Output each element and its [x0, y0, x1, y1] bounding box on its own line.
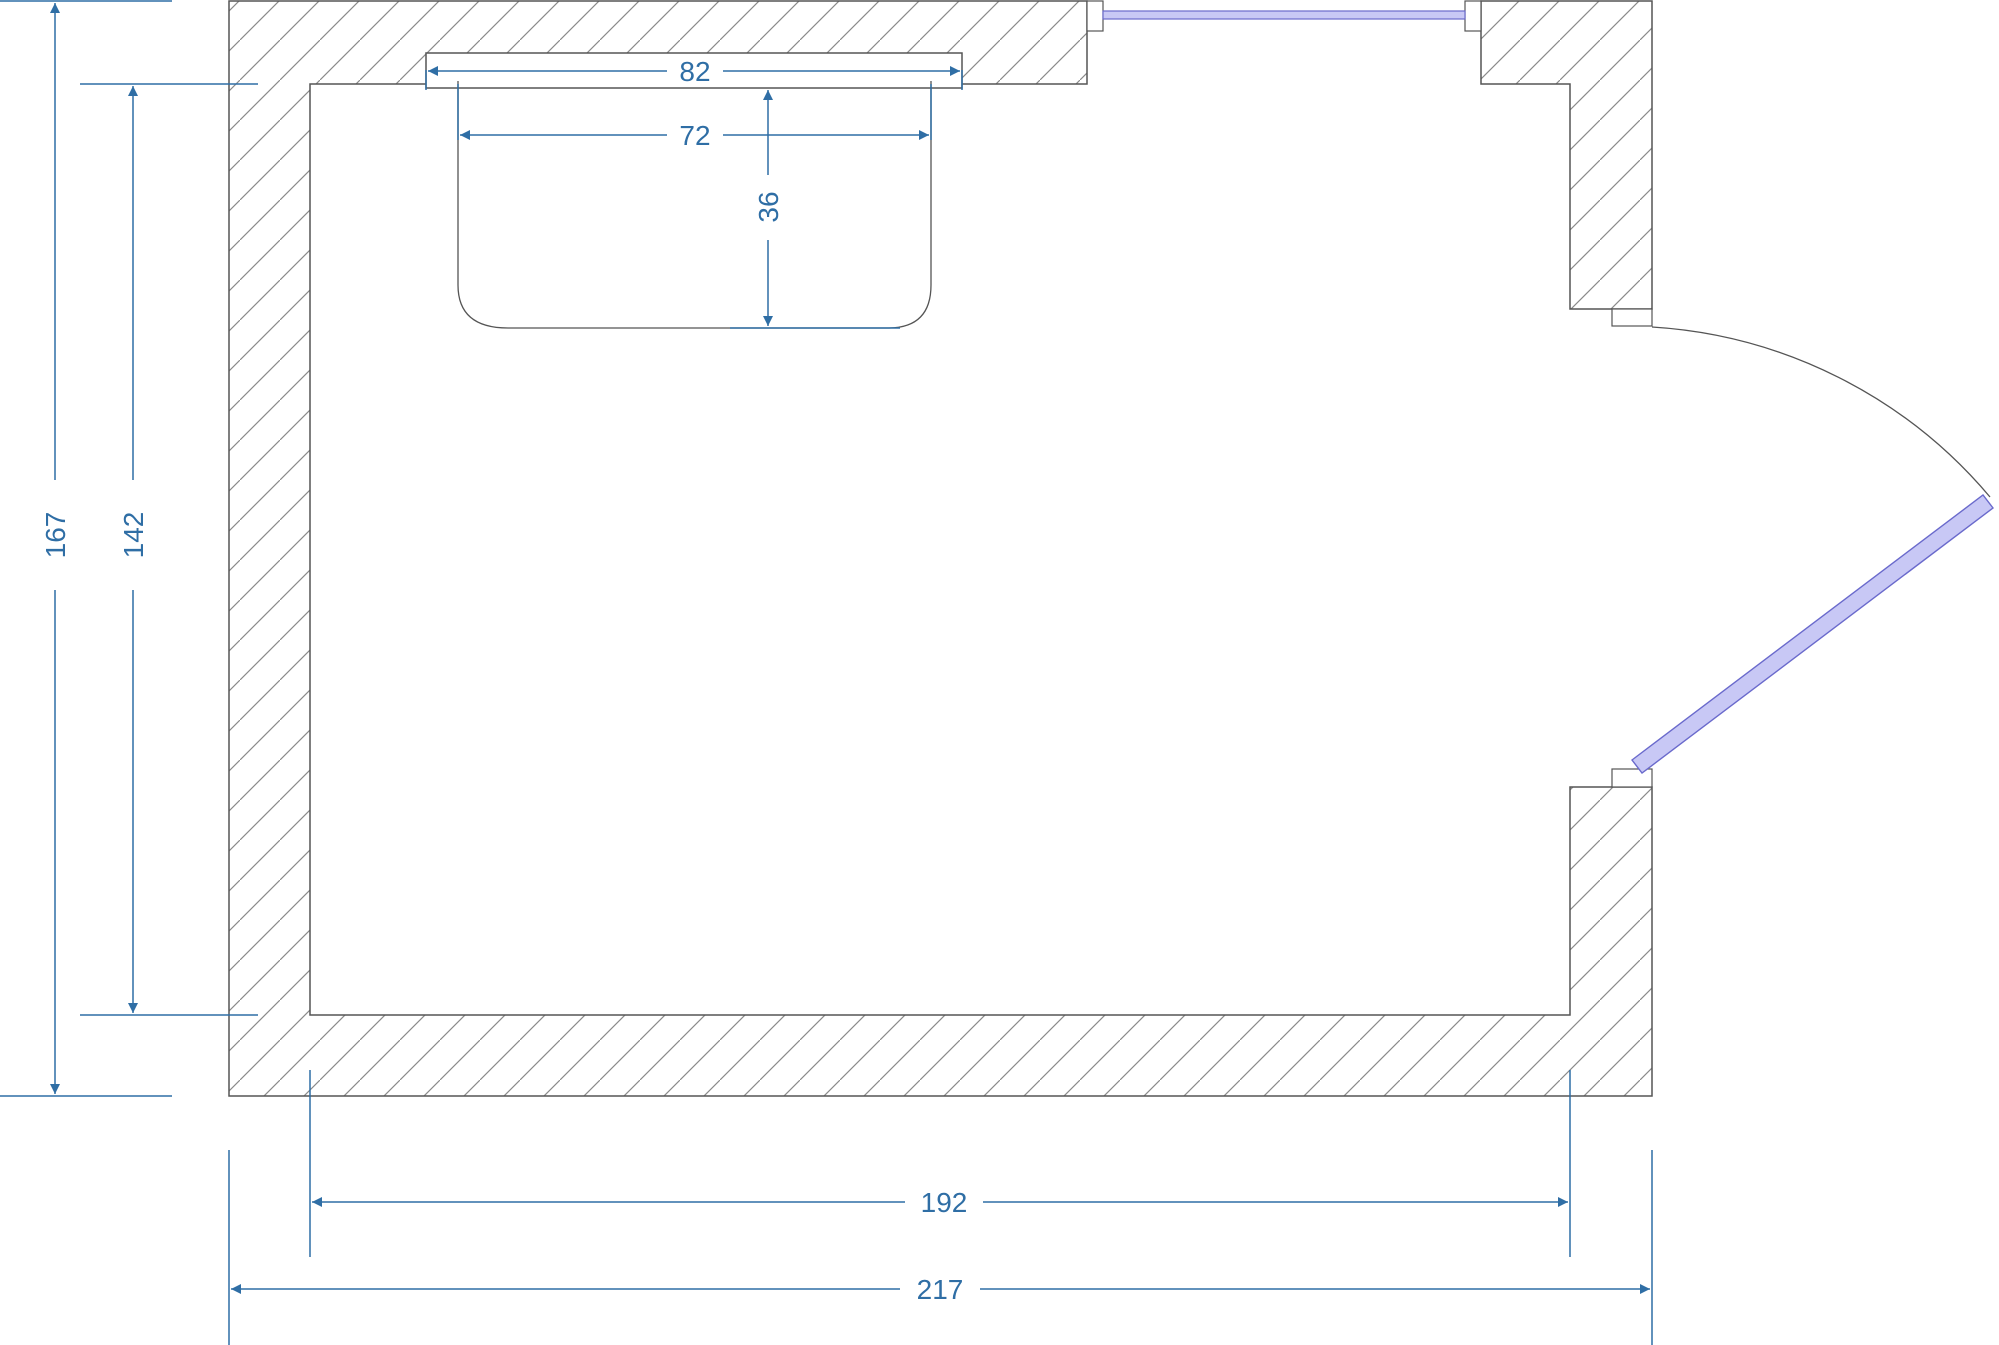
door-leaf [1631, 494, 1994, 774]
dim-label-inner-width: 192 [921, 1187, 968, 1218]
wall-section-right [1480, 0, 1653, 310]
wall-section-main [228, 0, 1653, 1097]
window [1086, 0, 1482, 32]
dimension-labels: 167 142 217 192 82 72 36 [40, 56, 967, 1305]
window-jamb-right [1464, 0, 1482, 32]
dim-label-total-height: 167 [40, 512, 71, 559]
dim-label-basin-depth: 36 [753, 191, 784, 222]
walls [228, 0, 1653, 1097]
window-glass [1102, 10, 1466, 20]
wash-basin [457, 81, 932, 329]
dim-label-inner-height: 142 [118, 512, 149, 559]
door-stop-top [1611, 308, 1653, 327]
dim-label-total-width: 217 [917, 1274, 964, 1305]
door [1611, 308, 1994, 788]
dimension-lines [0, 0, 1653, 1345]
vanity [425, 52, 963, 329]
dim-label-counter-width: 82 [679, 56, 710, 87]
window-jamb-left [1086, 0, 1104, 32]
door-swing-arc [1651, 326, 1991, 498]
dim-label-basin-width: 72 [679, 120, 710, 151]
door-stop-bottom [1611, 768, 1653, 788]
